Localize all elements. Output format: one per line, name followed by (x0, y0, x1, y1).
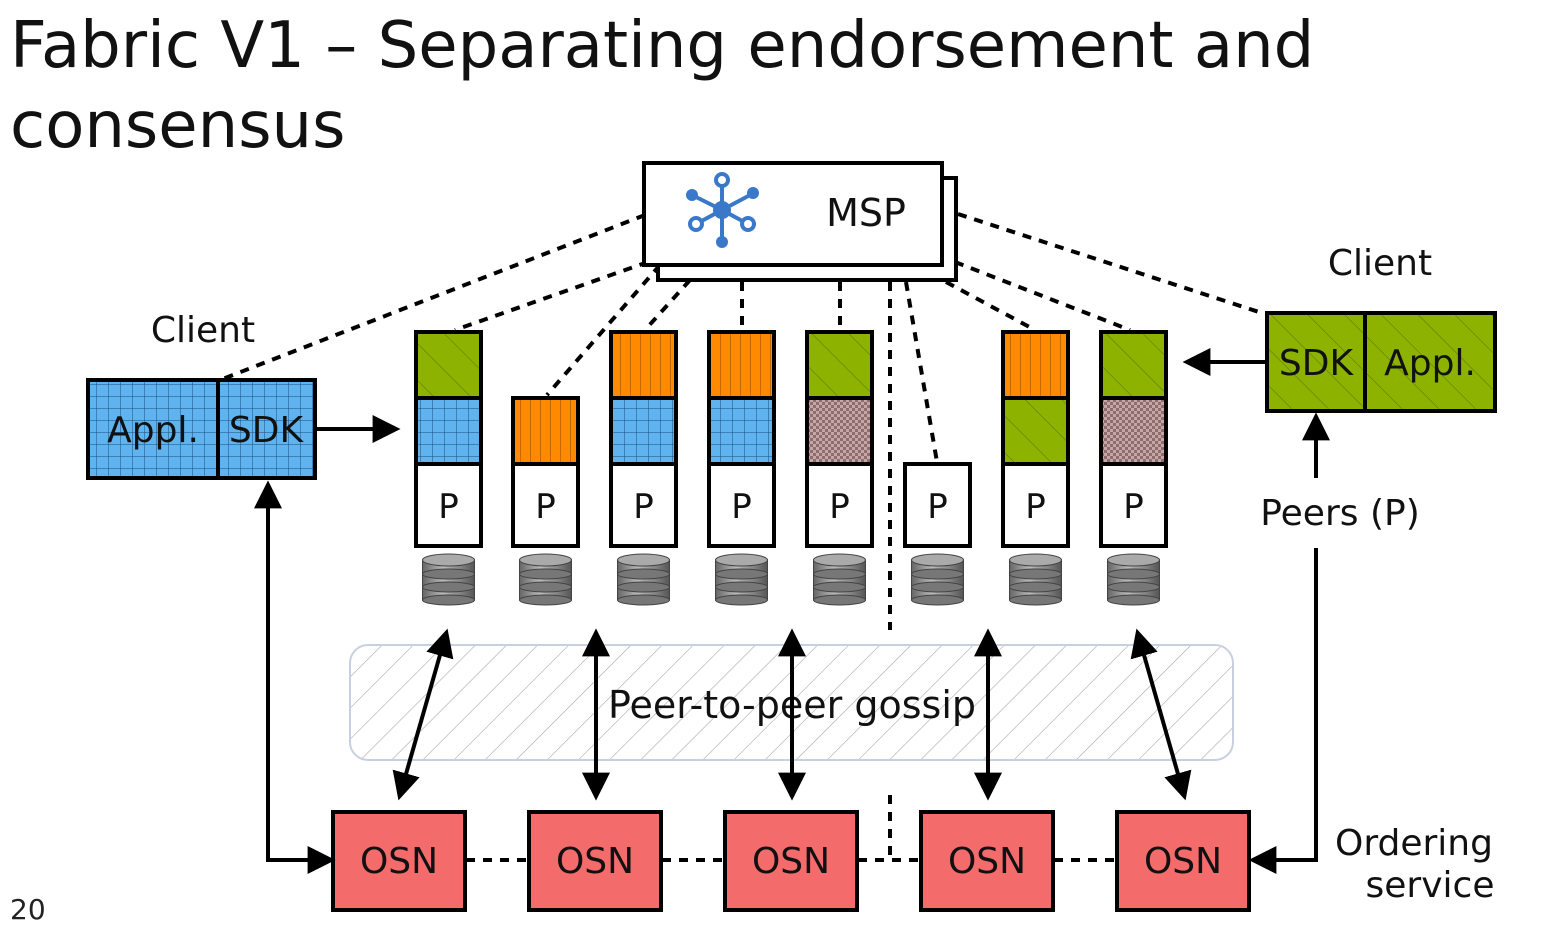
peer-node: P (903, 462, 972, 606)
peer-label: P (1123, 487, 1144, 527)
client-left-sdk-box (216, 378, 317, 480)
chaincode-green (1099, 330, 1168, 400)
client-right-title: Client (1328, 243, 1432, 284)
peer-label: P (1025, 487, 1046, 527)
chaincode-blue (414, 396, 483, 466)
database-icon (422, 553, 475, 606)
osn-label: OSN (1144, 841, 1222, 882)
osn-node: OSN (919, 810, 1055, 912)
client-right-appl-box (1363, 311, 1497, 413)
page-number: 20 (10, 893, 46, 926)
chaincode-green (805, 330, 874, 400)
peer-label: P (535, 487, 556, 527)
osn-label: OSN (752, 841, 830, 882)
client-right: Client SDK Appl. (1265, 243, 1497, 413)
peer-node: P (1099, 330, 1168, 606)
chaincode-orange (707, 330, 776, 400)
ordering-service: OSN OSN OSN OSN OSN (331, 810, 1251, 912)
chaincode-pink (1099, 396, 1168, 466)
osn-node: OSN (527, 810, 663, 912)
client-left-appl-label: Appl. (107, 410, 199, 451)
slide-title: Fabric V1 – Separating endorsement and c… (10, 6, 1550, 166)
osn-node: OSN (331, 810, 467, 912)
osn-label: OSN (360, 841, 438, 882)
peer-node: P (805, 330, 874, 606)
database-icon (519, 553, 572, 606)
client-right-sdk-label: SDK (1279, 343, 1355, 384)
peer-node: P (511, 396, 580, 606)
peer-label: P (927, 487, 948, 527)
network-icon (686, 172, 759, 248)
msp-connections (219, 212, 1266, 855)
arrow-right-client-osn (1248, 548, 1318, 874)
arrow-osn-peer-5 (1130, 628, 1192, 801)
arrow-osn-peer-1 (392, 628, 454, 801)
msp-box: MSP (642, 161, 958, 282)
peer-label: P (633, 487, 654, 527)
chaincode-orange (1001, 330, 1070, 400)
database-icon (911, 553, 964, 606)
peer-node: P (707, 330, 776, 606)
chaincode-blue (707, 396, 776, 466)
chaincode-orange (609, 330, 678, 400)
chaincode-blue (609, 396, 678, 466)
client-right-appl-label: Appl. (1384, 343, 1476, 384)
peers-caption: Peers (P) (1260, 493, 1420, 534)
ordering-label-line2: service (1366, 865, 1495, 906)
osn-node: OSN (1115, 810, 1251, 912)
database-icon (617, 553, 670, 606)
peer-box (414, 462, 483, 548)
chaincode-pink (805, 396, 874, 466)
arrow-left-client-osn (254, 480, 336, 874)
msp-label: MSP (826, 191, 906, 235)
osn-label: OSN (948, 841, 1026, 882)
client-left-title: Client (151, 310, 255, 351)
arrows (254, 348, 1330, 874)
peer-node: P (414, 330, 483, 606)
title-line-1: Fabric V1 – Separating endorsement and (10, 9, 1315, 83)
chaincode-green (1001, 396, 1070, 466)
peer-box (609, 462, 678, 548)
peer-label: P (438, 487, 459, 527)
peer-box (903, 462, 972, 548)
client-left-sdk-label: SDK (229, 410, 305, 451)
peer-label: P (829, 487, 850, 527)
client-left: Client Appl. SDK (86, 310, 317, 480)
database-icon (1009, 553, 1062, 606)
database-icon (715, 553, 768, 606)
database-icon (813, 553, 866, 606)
peer-node: P (1001, 330, 1070, 606)
peer-node: P (609, 330, 678, 606)
title-line-2: consensus (10, 89, 346, 163)
chaincode-orange (511, 396, 580, 466)
osn-node: OSN (723, 810, 859, 912)
peer-label: P (731, 487, 752, 527)
database-icon (1107, 553, 1160, 606)
osn-label: OSN (556, 841, 634, 882)
chaincode-green (414, 330, 483, 400)
ordering-label-line1: Ordering (1335, 823, 1493, 864)
